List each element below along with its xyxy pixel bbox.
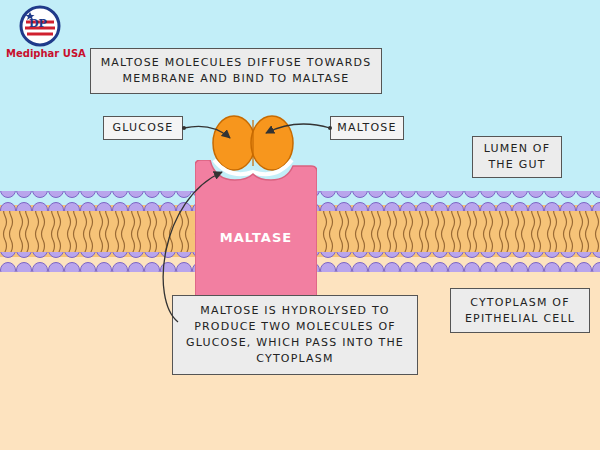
note-box: MALTOSE IS HYDROLYSED TO PRODUCE TWO MOL… (172, 295, 418, 375)
enzyme-body (195, 160, 317, 302)
binding-highlight (214, 160, 292, 174)
note-box: MALTOSE MOLECULES DIFFUSE TOWARDS MEMBRA… (90, 48, 382, 94)
molecule-tag: MALTOSE (330, 116, 404, 140)
logo-initials: DP (29, 17, 47, 30)
enzyme-shape: MALTASE (195, 160, 317, 302)
leader-dot (328, 126, 332, 130)
node-text: LUMEN OF THE GUT (479, 141, 555, 173)
node-text: MALTOSE (337, 120, 396, 136)
glucose-unit (213, 116, 255, 170)
region-box: CYTOPLASM OF EPITHELIAL CELL (450, 288, 590, 333)
node-text: GLUCOSE (113, 120, 174, 136)
enzyme-name: MALTASE (220, 230, 292, 246)
glucose-unit (251, 116, 293, 170)
node-text: MALTOSE MOLECULES DIFFUSE TOWARDS MEMBRA… (97, 55, 375, 87)
glycosidic-bond (252, 120, 253, 166)
molecule-tag: GLUCOSE (103, 116, 183, 140)
leader-line (266, 124, 330, 133)
node-text: CYTOPLASM OF EPITHELIAL CELL (457, 295, 583, 327)
leader-line (184, 126, 230, 138)
leader-dot (182, 126, 186, 130)
node-text: MALTOSE IS HYDROLYSED TO PRODUCE TWO MOL… (179, 303, 411, 367)
company-logo (21, 7, 59, 45)
leader-line (163, 172, 222, 322)
company-name: Mediphar USA (6, 48, 86, 59)
region-box: LUMEN OF THE GUT (472, 136, 562, 178)
